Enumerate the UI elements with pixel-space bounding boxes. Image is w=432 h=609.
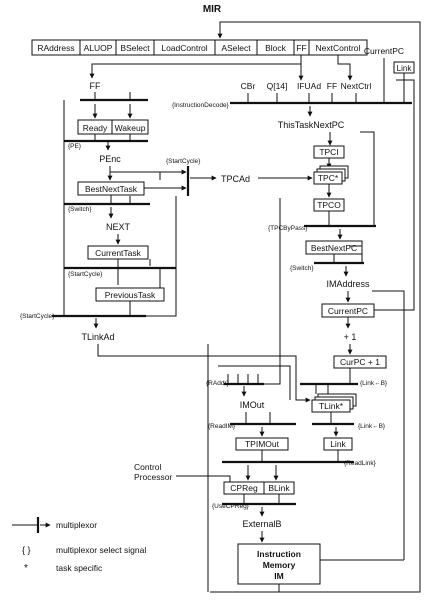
decode-input-wires	[247, 93, 357, 102]
next-label: NEXT	[106, 222, 131, 232]
mir-label-aselect: ASelect	[221, 43, 251, 53]
select-readim: {ReadIM}	[208, 423, 236, 430]
penc-branch-wire	[110, 171, 161, 180]
control-processor-line1: Control	[134, 462, 162, 472]
select-startcycle-a: {StartCycle}	[166, 158, 201, 165]
control-processor-line2: Processor	[134, 472, 172, 482]
select-instdecode: {InstructionDecode}	[172, 102, 230, 109]
imout-label: IMOut	[240, 400, 265, 410]
tlink-label: TLink*	[319, 401, 344, 411]
select-switch-b: {Switch}	[290, 265, 314, 272]
startcycle-b-out-wires	[117, 268, 161, 290]
ifuad-label: IFUAd	[297, 81, 321, 91]
ttnpc-bypass-wire	[360, 131, 375, 226]
mir-title: MIR	[203, 4, 222, 15]
im-label-line1: Instruction	[257, 549, 301, 559]
mir-label-aluop: ALUOP	[84, 43, 113, 53]
readim-out-wire	[262, 412, 271, 436]
legend-star-symbol: *	[24, 563, 28, 574]
curpc-plus1-label: CurPC + 1	[340, 357, 380, 367]
mir-label-block: Block	[265, 43, 287, 53]
currenttask-label: CurrentTask	[95, 248, 142, 258]
currentpc-box-label: CurrentPC	[328, 306, 368, 316]
blink-label: BLink	[268, 483, 290, 493]
switch-b-out-wire	[346, 245, 363, 276]
select-link-b1: {Link←B}	[360, 380, 388, 387]
select-startcycle-c: {StartCycle}	[20, 313, 55, 320]
bestnextpc-label: BestNextPC	[311, 243, 357, 253]
penc-label: PEnc	[99, 154, 121, 164]
select-usecpreg: {UseCPReg}	[212, 503, 250, 510]
imaddress-label: IMAddress	[326, 279, 370, 289]
mir-register: RAddress ALUOP BSelect LoadControl ASele…	[31, 39, 368, 56]
link-top-label: Link	[397, 64, 413, 73]
im-label-line2: Memory	[263, 560, 296, 570]
curpc-plus1-box	[333, 355, 387, 369]
ready-label: Ready	[83, 123, 108, 133]
select-raddr: {RAddr}	[206, 380, 230, 387]
cbr-label: CBr	[241, 81, 256, 91]
plus1-label: + 1	[344, 332, 357, 342]
tlinkad-to-tlink-wire	[97, 344, 311, 403]
im-label-line3: IM	[274, 571, 283, 581]
select-pe: {PE}	[68, 143, 82, 150]
control-processor-wire	[176, 475, 231, 484]
legend-select-symbol: { }	[22, 545, 31, 555]
tpcad-to-tlinkad-wire	[146, 196, 177, 317]
tpco-label: TPCO	[317, 200, 341, 210]
select-switch-a: {Switch}	[68, 206, 92, 213]
ready-wakeup-down-wires	[94, 134, 131, 141]
raddr-input-wires	[227, 374, 259, 384]
cpreg-blink-down-wires	[243, 494, 280, 504]
wakeup-label: Wakeup	[115, 123, 146, 133]
nextctrl-label: NextCtrl	[341, 81, 372, 91]
nextcontrol-wire	[337, 55, 353, 81]
legend: multiplexor { } multiplexor select signa…	[12, 517, 146, 574]
mir-label-ff: FF	[296, 43, 306, 53]
imaddress-to-im-wire	[372, 290, 405, 560]
currentpc-feedback-wire	[374, 79, 415, 311]
legend-mux-label: multiplexor	[56, 520, 97, 530]
mir-label-nextcontrol: NextControl	[316, 43, 361, 53]
tpimout-label: TPIMOut	[245, 439, 280, 449]
legend-star-label: task specific	[56, 563, 103, 573]
mir-label-loadcontrol: LoadControl	[161, 43, 207, 53]
externalb-label: ExternalB	[242, 519, 281, 529]
tpc-label: TPC*	[318, 173, 339, 183]
link-b1-out-wires	[315, 384, 329, 394]
mir-label-bselect: BSelect	[120, 43, 150, 53]
mir-label-raddress: RAddress	[37, 43, 74, 53]
select-tpcbypass: {TPCByPass}	[268, 225, 308, 232]
currentpc-link-down-wires	[383, 58, 405, 102]
tlinkad-label: TLinkAd	[81, 332, 114, 342]
tpci-label: TPCI	[319, 147, 338, 157]
thistasknextpc-label: ThisTaskNextPC	[278, 120, 345, 130]
select-link-b2: {Link←B}	[358, 423, 386, 430]
mir-ff-to-left-ff-wire	[89, 55, 302, 79]
legend-select-label: multiplexor select signal	[56, 545, 146, 555]
cpreg-label: CPReg	[230, 483, 258, 493]
currentpc-top-label: CurrentPC	[364, 46, 404, 56]
im-bottom-wire	[210, 584, 280, 593]
tpc-box	[313, 171, 343, 185]
previoustask-label: PreviousTask	[105, 290, 156, 300]
tlink-input-bus-wire	[218, 365, 291, 400]
select-readlink: {ReadLink}	[344, 460, 377, 467]
left-ff-label: FF	[90, 81, 101, 91]
right-ff-label: FF	[327, 81, 337, 91]
q14-label: Q[14]	[267, 81, 288, 91]
link-label: Link	[330, 439, 346, 449]
bestnexttask-label: BestNextTask	[85, 184, 138, 194]
select-startcycle-b: {StartCycle}	[68, 271, 103, 278]
tpcad-label: TPCAd	[221, 174, 250, 184]
